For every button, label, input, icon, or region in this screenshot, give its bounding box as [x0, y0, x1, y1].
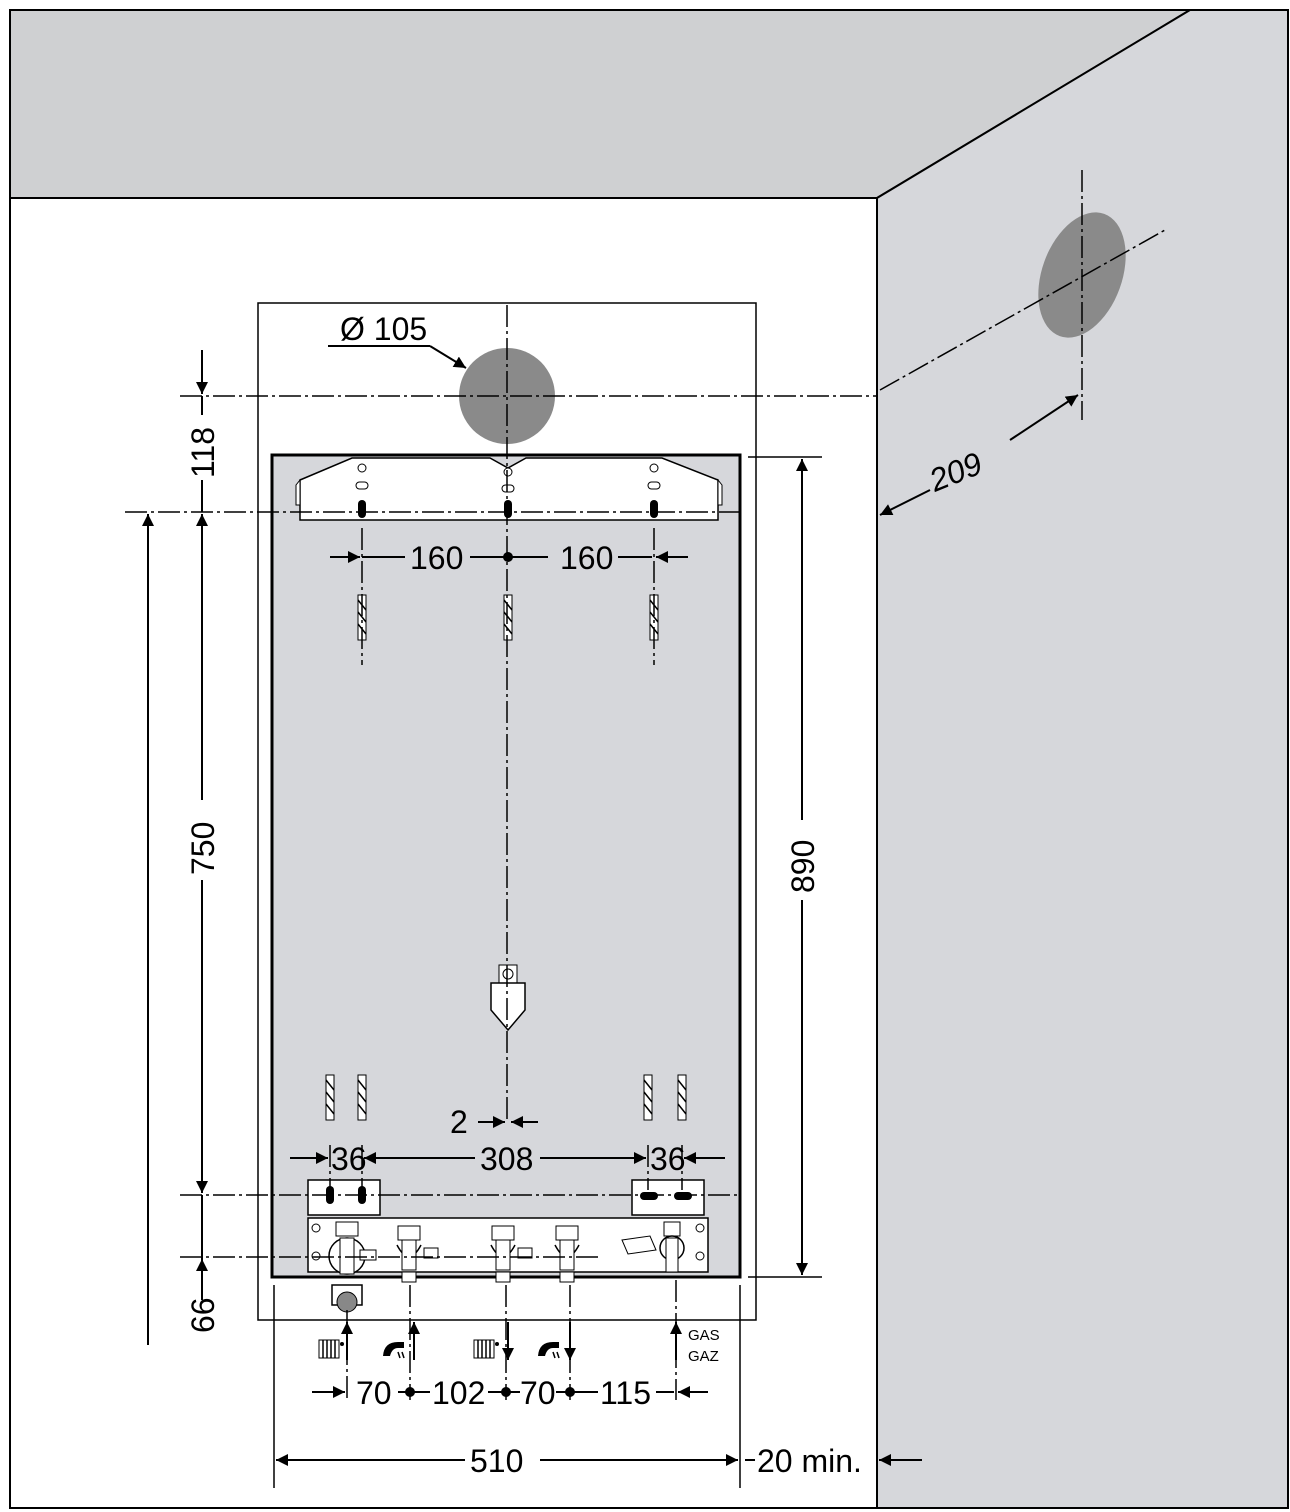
- gaz-label: GAZ: [688, 1348, 719, 1365]
- dim-118-label: 118: [185, 427, 221, 478]
- drill-bits-top: [357, 594, 659, 641]
- dim-115-label: 115: [600, 1375, 651, 1411]
- valve-gas: [621, 1221, 685, 1273]
- drill-bits-bottom: [325, 1074, 687, 1121]
- connection-rail: [307, 1179, 709, 1313]
- boiler-body: [270, 453, 742, 1279]
- flue-diameter-label: Ø 105: [340, 311, 427, 347]
- dim-36-right-label: 36: [650, 1141, 686, 1177]
- valve-heating-flow: [490, 1225, 533, 1283]
- dim-20min-label: 20 min.: [757, 1443, 862, 1479]
- dim-750-label: 750: [185, 822, 221, 875]
- dim-pipe-spacing: 70 102 70 115: [312, 1375, 708, 1411]
- dim-70-b-label: 70: [520, 1375, 556, 1411]
- dim-flue-diameter: Ø 105: [328, 311, 467, 369]
- cold-water-inlet-icon: [383, 1342, 405, 1359]
- center-lines: [125, 305, 877, 1258]
- dim-102-label: 102: [432, 1375, 485, 1411]
- dim-36-308-36: 36 308 36: [290, 1141, 725, 1177]
- dim-66: 66: [185, 1195, 221, 1333]
- dim-70-a-label: 70: [356, 1375, 392, 1411]
- pipe-connections: GAS GAZ: [318, 1280, 720, 1400]
- dim-890-label: 890: [785, 840, 821, 893]
- dim-890: 890: [748, 456, 822, 1278]
- gas-label: GAS: [688, 1327, 720, 1344]
- dim-160-right-label: 160: [560, 540, 613, 576]
- heating-return-icon: [318, 1339, 344, 1359]
- dim-308-label: 308: [480, 1141, 533, 1177]
- dim-66-label: 66: [185, 1297, 221, 1333]
- boiler: [257, 302, 757, 1321]
- side-wall: [876, 9, 1289, 1509]
- dim-510-label: 510: [470, 1443, 523, 1479]
- flue-hole: [459, 348, 555, 444]
- plumb-bob: [490, 964, 526, 1032]
- dim-118: 118: [185, 350, 221, 512]
- template-outline: [257, 302, 757, 1321]
- dim-750: 750: [142, 514, 221, 1345]
- dim-width: 510 20 min.: [273, 1285, 922, 1488]
- heating-flow-icon: [473, 1339, 499, 1359]
- dim-160-left-label: 160: [410, 540, 463, 576]
- dim-2-label: 2: [450, 1104, 468, 1140]
- valve-cold-water: [396, 1225, 439, 1283]
- hot-water-outlet-icon: [538, 1342, 560, 1359]
- dim-2: 2: [450, 1104, 538, 1140]
- dim-160-160: 160 160: [330, 540, 688, 576]
- dim-36-left-label: 36: [331, 1141, 367, 1177]
- valve-hot-water: [554, 1225, 580, 1283]
